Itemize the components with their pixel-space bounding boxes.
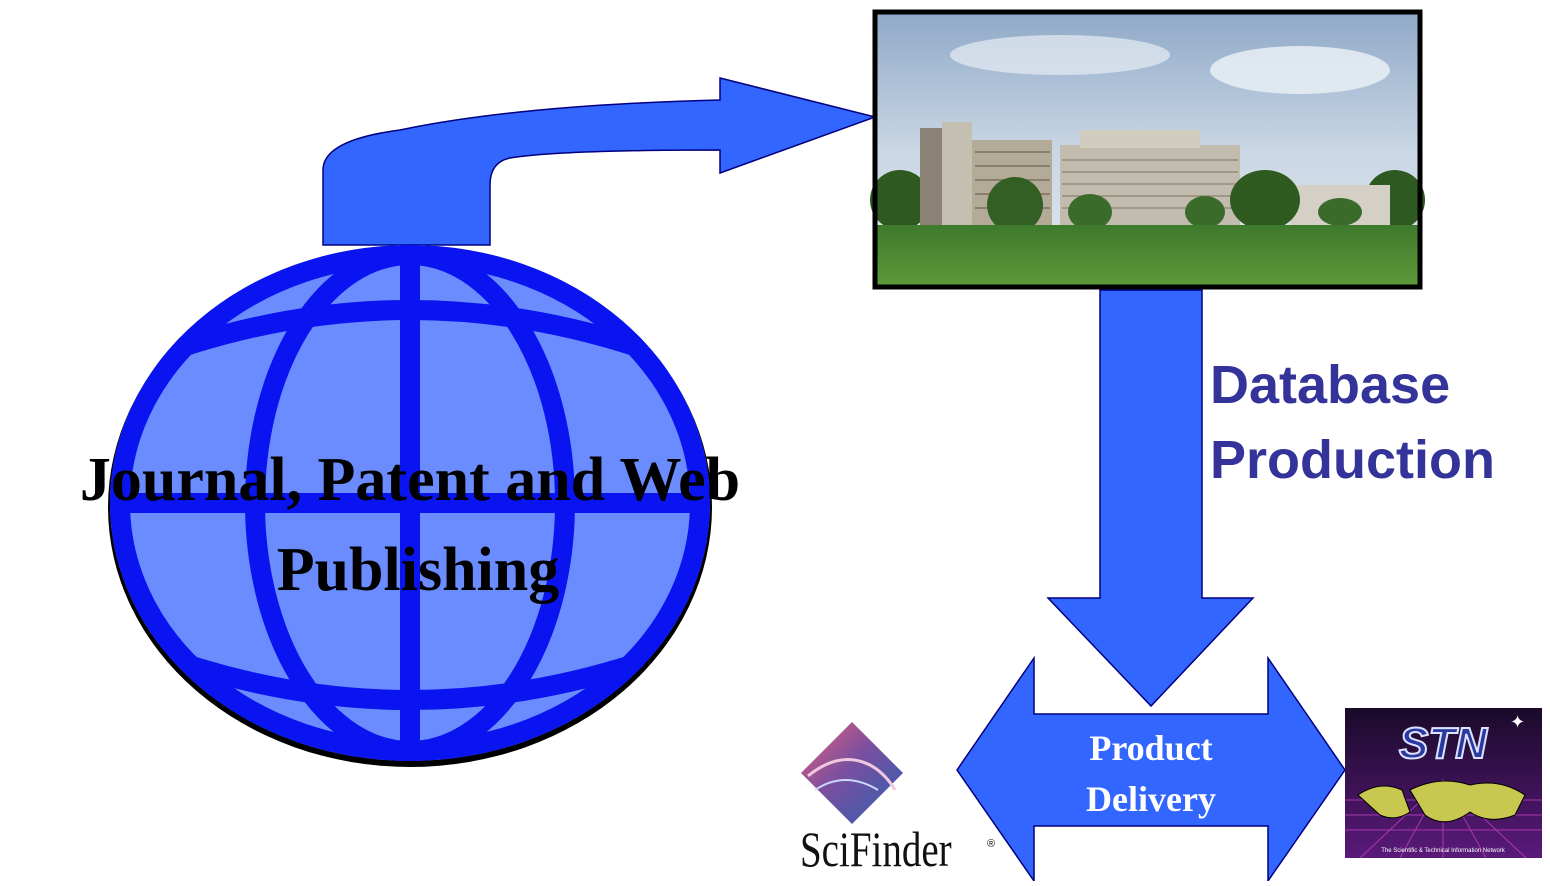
production-to-delivery-arrow bbox=[1046, 289, 1255, 708]
publishing-to-production-arrow bbox=[322, 77, 878, 246]
production-label-line2: Production bbox=[1210, 430, 1495, 490]
stn-logo-text: STN bbox=[1399, 719, 1488, 768]
scifinder-registered-mark: ® bbox=[987, 838, 995, 850]
stn-logo: STN ✦ The Scientific & Technical Informa… bbox=[1345, 708, 1542, 859]
building-photo bbox=[870, 9, 1425, 290]
scifinder-logo: SciFinder ® bbox=[800, 722, 995, 877]
svg-text:✦: ✦ bbox=[1510, 712, 1525, 733]
globe-icon bbox=[108, 245, 712, 767]
stn-logo-tagline: The Scientific & Technical Information N… bbox=[1381, 848, 1506, 854]
production-label-line1: Database bbox=[1210, 355, 1450, 415]
scifinder-logo-text: SciFinder bbox=[800, 821, 952, 877]
